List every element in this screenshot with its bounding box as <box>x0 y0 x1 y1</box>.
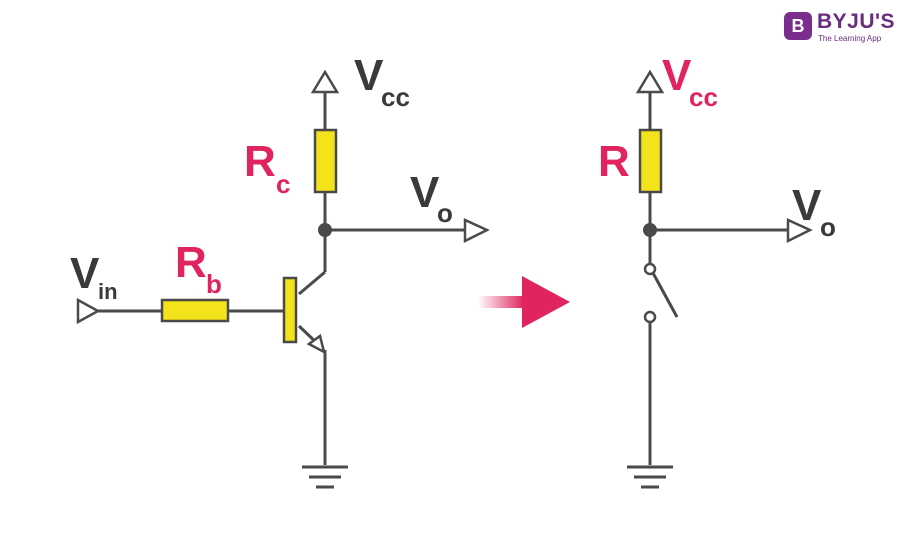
vo-label-subscript: o <box>437 198 453 228</box>
vcc-supply-arrow-icon <box>635 69 665 94</box>
equivalence-arrow-icon <box>478 276 570 328</box>
vo-output-arrow-icon <box>463 218 490 244</box>
vin-input-arrow-icon <box>76 297 101 325</box>
transistor-switch-circuit: V cc R c V o V in R b <box>70 51 490 489</box>
transistor-base-bar <box>282 276 298 344</box>
vcc-supply-arrow-icon <box>310 69 340 94</box>
rb-label-subscript: b <box>206 269 222 299</box>
vo-label: V <box>410 168 440 217</box>
rc-label-subscript: c <box>276 169 290 199</box>
r-label: R <box>598 137 630 186</box>
vcc-label: V <box>354 51 384 100</box>
vin-label: V <box>70 249 100 298</box>
ground-icon <box>302 465 348 489</box>
brand-tagline: The Learning App <box>818 34 882 43</box>
vo-label-subscript: o <box>820 212 836 242</box>
vo-output-arrow-icon <box>786 218 813 244</box>
open-switch-icon <box>643 262 679 324</box>
base-resistor <box>160 298 230 323</box>
brand-name: BYJU'S <box>817 10 896 33</box>
vin-label-subscript: in <box>98 279 118 304</box>
brand-badge-icon: B <box>784 12 812 40</box>
vo-label: V <box>792 181 822 230</box>
rc-label: R <box>244 137 276 186</box>
ground-icon <box>627 465 673 489</box>
load-resistor <box>638 128 663 194</box>
brand-logo: B BYJU'S The Learning App <box>784 10 896 46</box>
vcc-label-subscript: cc <box>381 82 410 112</box>
collector-lead <box>298 270 326 296</box>
rb-label: R <box>175 238 207 287</box>
vcc-label-subscript: cc <box>689 82 718 112</box>
emitter-arrow-icon <box>306 333 326 355</box>
switch-equivalent-circuit: V cc R V o <box>598 51 836 489</box>
vcc-label: V <box>662 51 692 100</box>
collector-resistor <box>313 128 338 194</box>
